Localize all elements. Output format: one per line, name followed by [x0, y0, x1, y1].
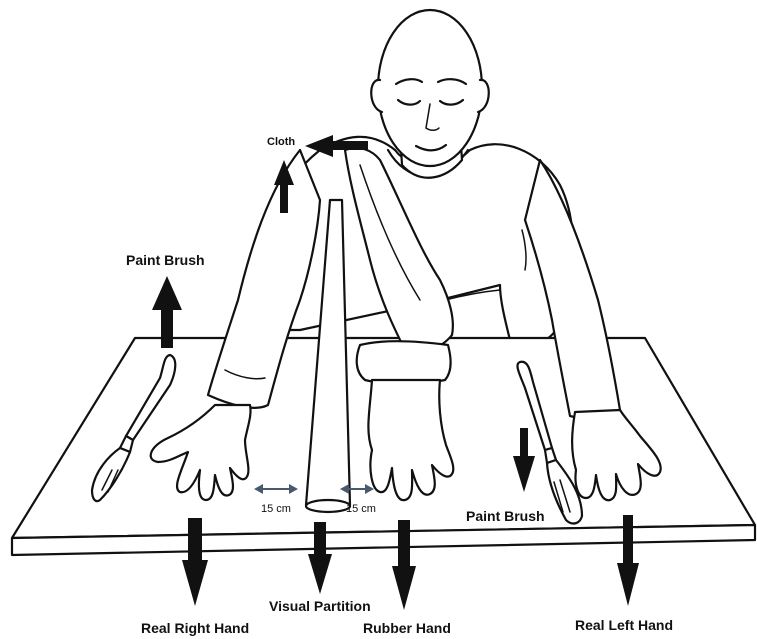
label-paint-brush-left: Paint Brush: [126, 252, 205, 268]
label-visual-partition: Visual Partition: [269, 598, 371, 614]
label-real-right-hand: Real Right Hand: [141, 620, 249, 636]
label-real-left-hand: Real Left Hand: [575, 617, 673, 633]
label-distance-left: 15 cm: [261, 503, 291, 515]
label-distance-right: 15 cm: [346, 503, 376, 515]
label-paint-brush-right: Paint Brush: [466, 508, 545, 524]
label-rubber-hand: Rubber Hand: [363, 620, 451, 636]
label-cloth: Cloth: [267, 136, 295, 148]
